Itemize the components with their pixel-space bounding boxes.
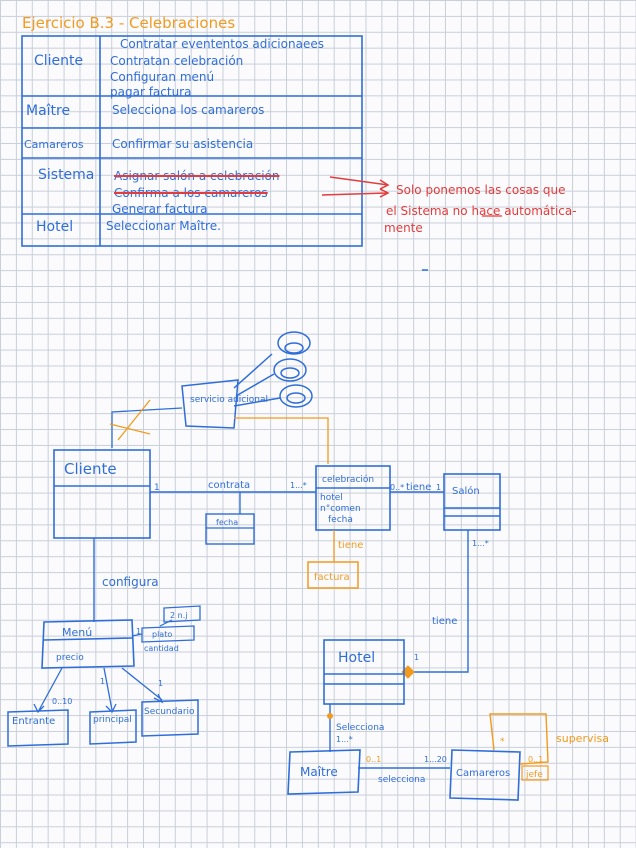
hotel-label: Hotel (338, 650, 375, 666)
table-action: pagar factura (110, 85, 192, 99)
servicio-adicional-class (181, 331, 313, 429)
note-line: Solo ponemos las cosas que (396, 183, 566, 197)
mult: 1...* (472, 539, 489, 548)
celebracion-label: celebración (322, 474, 374, 485)
maitre-class (287, 749, 361, 795)
note-line: mente (384, 221, 423, 235)
hotel-class (323, 639, 405, 705)
tiene-label: tiene (432, 616, 457, 627)
menu-label: Menú (62, 626, 92, 639)
table-action: Configuran menú (110, 70, 215, 84)
servicio-to-celebracion (234, 417, 329, 464)
mult: 1 (100, 677, 105, 686)
salon-label: Salón (452, 485, 480, 497)
supervisa-association (489, 713, 549, 765)
factura-label: factura (314, 572, 350, 583)
table-action: Seleccionar Maître. (106, 219, 221, 233)
mult: 1 (436, 483, 441, 492)
selecciona-label: Selecciona (336, 723, 384, 733)
mult: 1...20 (424, 755, 447, 764)
menu-plato-link (131, 633, 143, 637)
mult: 0..1 (528, 755, 543, 764)
supervisa-label: supervisa (556, 732, 609, 745)
mult: 1...* (290, 481, 307, 490)
fecha-class (205, 513, 255, 545)
table-actor-hotel: Hotel (36, 219, 74, 235)
jefe-label: jefe (525, 770, 543, 780)
entrante-label: Entrante (12, 716, 55, 727)
mult: 1 (154, 483, 160, 493)
table-action-struck: Confirma a los camareros (114, 186, 268, 200)
celebracion-class (315, 465, 391, 531)
table-actor-cliente: Cliente (34, 53, 84, 69)
table-action: Contratar evententos adicionaees (120, 37, 324, 51)
principal-class (89, 709, 137, 745)
mult: * (500, 737, 505, 747)
contrata-label: contrata (208, 480, 250, 491)
table-action-struck: Asignar salón a celebración (114, 169, 280, 183)
cliente-label: Cliente (64, 460, 117, 478)
table-actor-sistema: Sistema (38, 167, 95, 183)
secundario-class (141, 699, 199, 737)
table-action: Selecciona los camareros (112, 103, 265, 117)
salon-class (443, 473, 501, 531)
jefe-box (521, 765, 549, 781)
tiene-label: tiene (406, 482, 431, 493)
secundario-label: Secundario (144, 707, 195, 717)
table-grid (21, 35, 363, 247)
celebracion-attr: fecha (328, 515, 353, 525)
servicio-label: servicio adicional (190, 395, 268, 405)
cross-out (109, 399, 151, 441)
table-action: Generar factura (112, 202, 208, 216)
n-ingr-box (163, 605, 201, 623)
mult: 0..* (390, 483, 404, 492)
camareros-label: Camareros (456, 768, 510, 779)
mult: 0..1 (366, 755, 381, 764)
mult: 1 (414, 653, 419, 662)
tiene-factura-label: tiene (338, 540, 363, 551)
hotel-composition-diamond (401, 665, 415, 679)
table-action: Confirmar su asistencia (112, 137, 254, 151)
celebracion-attr: n°comen (320, 504, 361, 514)
page-title: Ejercicio B.3 - Celebraciones (22, 14, 236, 32)
plato-class (141, 625, 195, 643)
factura-class (307, 561, 359, 589)
fecha-label: fecha (216, 518, 238, 527)
mult: 1 (136, 627, 141, 636)
entrante-class (7, 709, 69, 747)
camareros-class (449, 749, 521, 801)
table-actor-maitre: Maître (26, 103, 71, 119)
mult: 0..10 (52, 697, 72, 706)
principal-label: principal (93, 715, 132, 725)
cantidad-label: cantidad (144, 644, 179, 653)
salon-hotel-association (408, 530, 469, 673)
cliente-class (53, 449, 151, 539)
note-arrows (321, 176, 390, 198)
celebracion-attr: hotel (320, 493, 343, 503)
hotel-sel-dot (327, 713, 333, 719)
plato-label: plato (152, 630, 172, 639)
mult: 1 (158, 679, 163, 688)
menu-composition-lines (33, 667, 164, 714)
menu-attr: precio (56, 653, 84, 663)
selecciona-label: selecciona (378, 775, 425, 785)
n-ingr-label: 2 n.j (170, 611, 187, 620)
note-line: el Sistema no hace automática- (386, 204, 577, 218)
menu-class (41, 619, 135, 669)
configura-label: configura (102, 575, 159, 589)
maitre-label: Maître (300, 765, 338, 779)
servicio-to-cliente (111, 407, 183, 448)
plato-n-link (159, 619, 173, 627)
table-actor-camareros: Camareros (24, 138, 84, 151)
mult: 1...* (336, 735, 353, 744)
table-action: Contratan celebración (110, 54, 244, 68)
